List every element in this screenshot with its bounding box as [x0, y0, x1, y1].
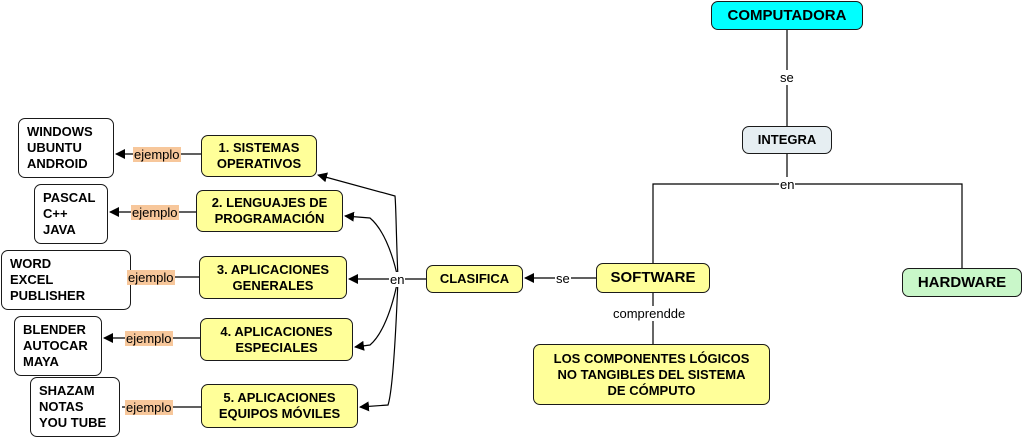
node-example-os: WINDOWS UBUNTU ANDROID: [18, 118, 114, 178]
link-label-comprende: comprendde: [612, 306, 687, 321]
node-hardware: HARDWARE: [902, 268, 1022, 297]
node-software: SOFTWARE: [596, 263, 710, 293]
node-example-general-apps: WORD EXCEL PUBLISHER: [1, 250, 131, 310]
node-aplicaciones-especiales: 4. APLICACIONES ESPECIALES: [200, 318, 353, 361]
node-sistemas-operativos: 1. SISTEMAS OPERATIVOS: [201, 135, 317, 177]
link-label-ejemplo-5: ejemplo: [125, 400, 173, 415]
link-label-ejemplo-4: ejemplo: [125, 331, 173, 346]
link-label-ejemplo-2: ejemplo: [131, 205, 179, 220]
node-lenguajes-programacion: 2. LENGUAJES DE PROGRAMACIÓN: [196, 190, 343, 232]
link-label-se-left: se: [555, 271, 571, 286]
link-label-se-top: se: [779, 70, 795, 85]
node-aplicaciones-generales: 3. APLICACIONES GENERALES: [199, 256, 347, 299]
link-label-ejemplo-1: ejemplo: [133, 147, 181, 162]
node-example-languages: PASCAL C++ JAVA: [34, 184, 108, 244]
link-label-en-mid: en: [779, 177, 796, 192]
node-computadora: COMPUTADORA: [711, 1, 863, 30]
node-aplicaciones-moviles: 5. APLICACIONES EQUIPOS MÓVILES: [201, 384, 358, 428]
node-clasifica: CLASIFICA: [426, 265, 523, 293]
node-example-special-apps: BLENDER AUTOCAR MAYA: [14, 316, 102, 376]
link-label-ejemplo-3: ejemplo: [127, 270, 175, 285]
node-example-mobile-apps: SHAZAM NOTAS YOU TUBE: [30, 377, 120, 437]
node-componentes: LOS COMPONENTES LÓGICOS NO TANGIBLES DEL…: [533, 344, 770, 405]
node-integra: INTEGRA: [742, 126, 832, 154]
link-label-en-left: en: [389, 272, 406, 287]
